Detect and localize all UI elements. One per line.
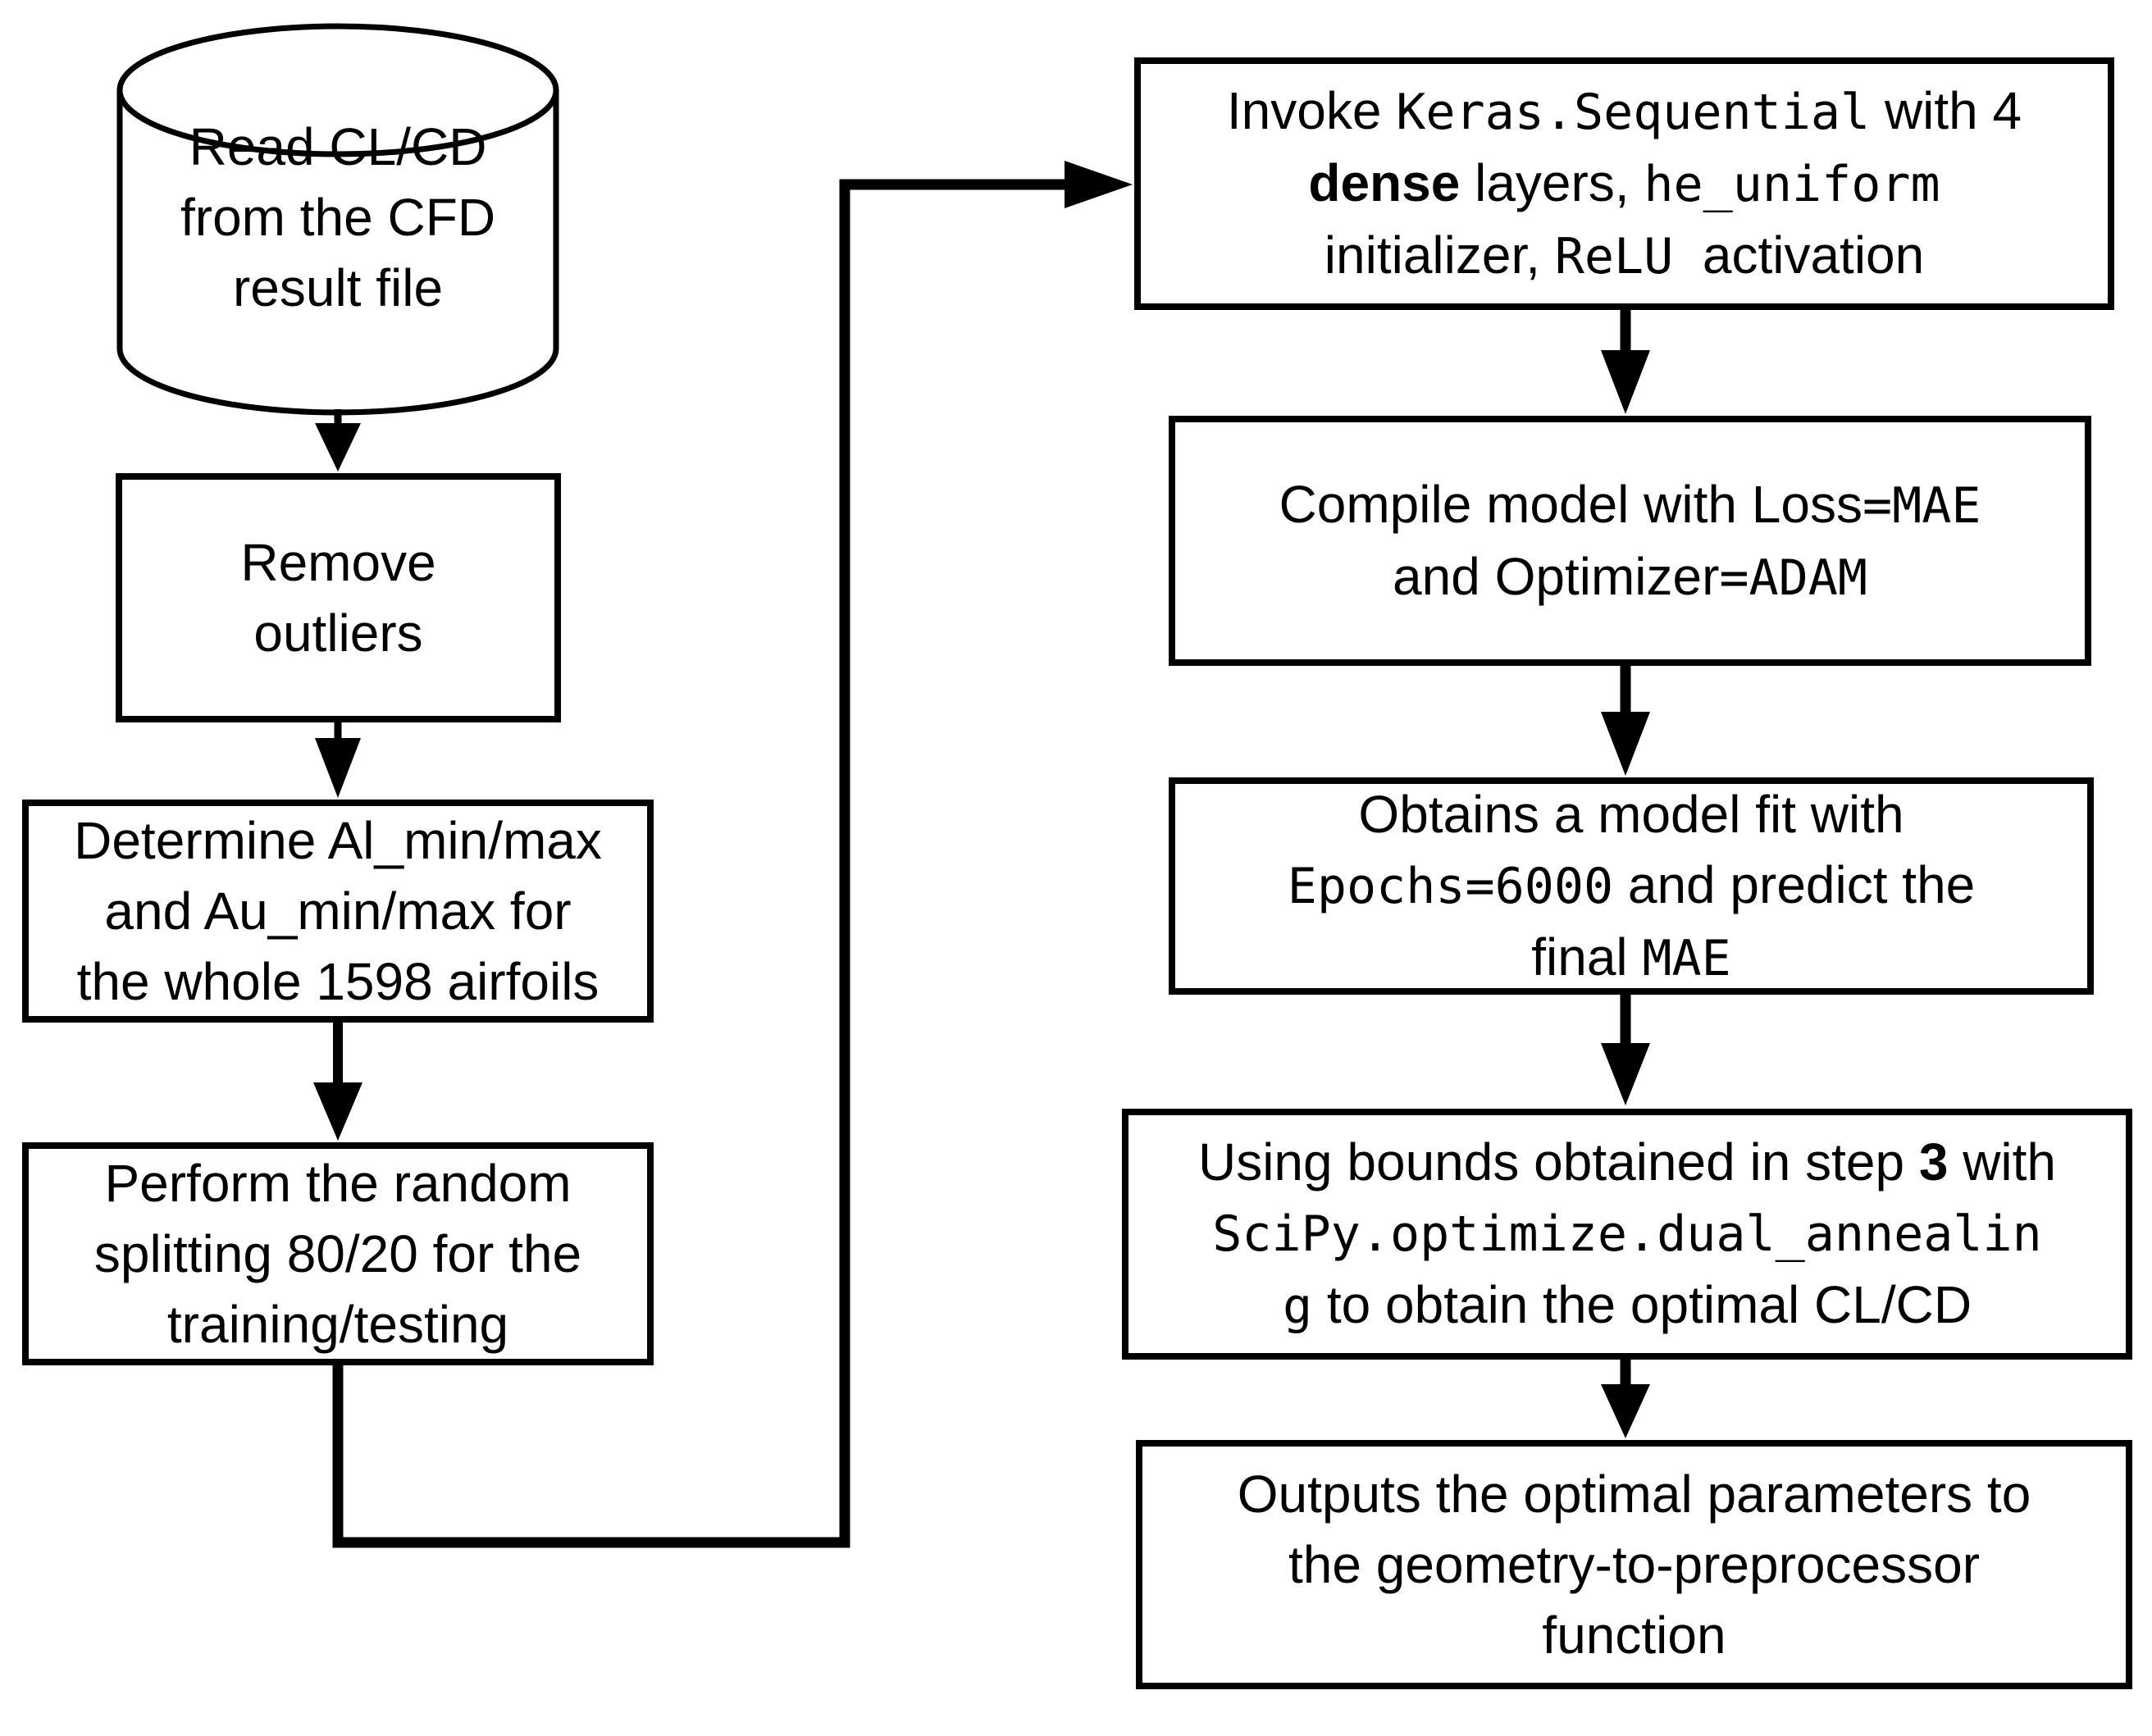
- code-text: ReLU: [1554, 228, 1674, 285]
- node-text: Compile model with Loss: [1279, 474, 1862, 534]
- arrow-down-3: [313, 1021, 362, 1141]
- node-line: Invoke Keras.Sequential with 4: [1227, 75, 2022, 148]
- arrow-head: [1601, 712, 1650, 776]
- node-text: Perform the random: [104, 1154, 572, 1213]
- node-line: Epochs=6000 and predict the: [1288, 850, 1976, 922]
- bold-text: dense: [1308, 153, 1461, 212]
- node-text: Using bounds obtained in step: [1197, 1132, 1919, 1192]
- node-line: the whole 1598 airfoils: [77, 946, 600, 1017]
- node-dual-annealing: Using bounds obtained in step 3 with Sci…: [1122, 1109, 2132, 1360]
- node-line: splitting 80/20 for the: [94, 1219, 581, 1289]
- node-line: and Au_min/max for: [104, 876, 571, 946]
- node-line: training/testing: [167, 1289, 508, 1360]
- code-text: MAE: [1642, 929, 1731, 987]
- code-text: he_uniform: [1644, 156, 1940, 213]
- node-text: and Au_min/max for: [104, 882, 572, 941]
- node-text: Outputs the optimal parameters to: [1237, 1465, 2031, 1524]
- arrow-head: [1601, 350, 1650, 414]
- node-line: outliers: [253, 598, 422, 668]
- node-random-split: Perform the random splitting 80/20 for t…: [22, 1142, 654, 1365]
- node-text: with: [1948, 1132, 2057, 1192]
- node-text: Read CL/CD: [189, 117, 487, 176]
- node-line: Using bounds obtained in step 3 with: [1198, 1127, 2056, 1197]
- node-text: to obtain the optimal CL/CD: [1312, 1275, 1972, 1334]
- arrow-down-7: [1601, 1358, 1650, 1438]
- bold-text: 3: [1918, 1132, 1949, 1192]
- node-text: and predict the: [1613, 854, 1976, 914]
- code-text: g: [1282, 1278, 1313, 1335]
- node-line: Compile model with Loss=MAE: [1279, 469, 1981, 541]
- arrow-down-4: [1601, 308, 1650, 414]
- arrow-down-6: [1601, 993, 1650, 1105]
- node-text: initializer,: [1324, 226, 1555, 285]
- node-text: function: [1542, 1606, 1726, 1665]
- node-model-fit: Obtains a model fit with Epochs=6000 and…: [1169, 777, 2094, 995]
- arrow-down-1: [315, 409, 361, 472]
- node-line: Perform the random: [104, 1148, 571, 1219]
- node-line: Remove: [240, 527, 435, 598]
- node-compile-model: Compile model with Loss=MAE and Optimize…: [1169, 416, 2091, 666]
- node-text: and Optimizer: [1393, 546, 1720, 606]
- connector-path: [332, 179, 1065, 1548]
- arrow-head: [315, 423, 361, 472]
- node-text: the whole 1598 airfoils: [76, 952, 600, 1011]
- node-determine-bounds: Determine Al_min/max and Au_min/max for …: [22, 800, 654, 1023]
- node-text: splitting 80/20 for the: [93, 1224, 582, 1283]
- code-text: =MAE: [1862, 476, 1981, 535]
- arrow-head: [313, 1082, 362, 1141]
- elbow-connector: [332, 161, 1133, 1548]
- node-line: Obtains a model fit with: [1358, 779, 1904, 850]
- node-line: Determine Al_min/max: [74, 805, 602, 876]
- node-line: Outputs the optimal parameters to: [1238, 1459, 2031, 1529]
- arrow-head-right: [1065, 161, 1133, 208]
- node-text: layers,: [1460, 153, 1644, 212]
- node-line: function: [1542, 1600, 1726, 1670]
- node-text: activation: [1673, 226, 1925, 285]
- node-line: SciPy.optimize.dual_annealin: [1212, 1197, 2041, 1269]
- node-line: Read CL/CD: [189, 112, 487, 182]
- arrow-head: [1601, 1384, 1650, 1438]
- arrow-down-2: [315, 721, 361, 798]
- arrow-head: [315, 738, 361, 798]
- code-text: SciPy.optimize.dual_annealin: [1212, 1205, 2042, 1263]
- node-line: from the CFD: [180, 182, 495, 253]
- arrow-down-5: [1601, 664, 1650, 776]
- node-text: result file: [232, 258, 444, 317]
- node-remove-outliers: Remove outliers: [116, 473, 561, 722]
- node-invoke-keras: Invoke Keras.Sequential with 4 dense lay…: [1134, 57, 2114, 310]
- node-text: Obtains a model fit with: [1358, 784, 1904, 844]
- arrow-head: [1601, 1043, 1650, 1105]
- code-text: =ADAM: [1719, 549, 1867, 607]
- node-line: final MAE: [1531, 922, 1731, 994]
- node-text: Determine Al_min/max: [74, 811, 602, 870]
- node-text: the geometry-to-preprocessor: [1288, 1535, 1981, 1594]
- node-line: initializer, ReLU activation: [1324, 220, 1924, 292]
- node-text: with 4: [1870, 81, 2022, 140]
- node-line: g to obtain the optimal CL/CD: [1283, 1269, 1972, 1342]
- cylinder-body: [120, 90, 556, 412]
- node-text: from the CFD: [180, 188, 496, 247]
- node-line: the geometry-to-preprocessor: [1288, 1529, 1980, 1600]
- node-line: and Optimizer=ADAM: [1393, 541, 1867, 613]
- node-output-params: Outputs the optimal parameters to the ge…: [1136, 1440, 2132, 1689]
- node-line: result file: [233, 253, 443, 323]
- node-text: Remove: [240, 533, 436, 592]
- node-text: final: [1531, 927, 1643, 986]
- node-text: Invoke: [1226, 81, 1397, 140]
- node-line: dense layers, he_uniform: [1308, 148, 1940, 220]
- code-text: Epochs=6000: [1287, 857, 1614, 915]
- node-text: outliers: [253, 604, 423, 663]
- node-text: training/testing: [166, 1295, 509, 1354]
- code-text: Keras.Sequential: [1396, 84, 1871, 141]
- node-read-cfd: Read CL/CD from the CFD result file: [120, 107, 556, 328]
